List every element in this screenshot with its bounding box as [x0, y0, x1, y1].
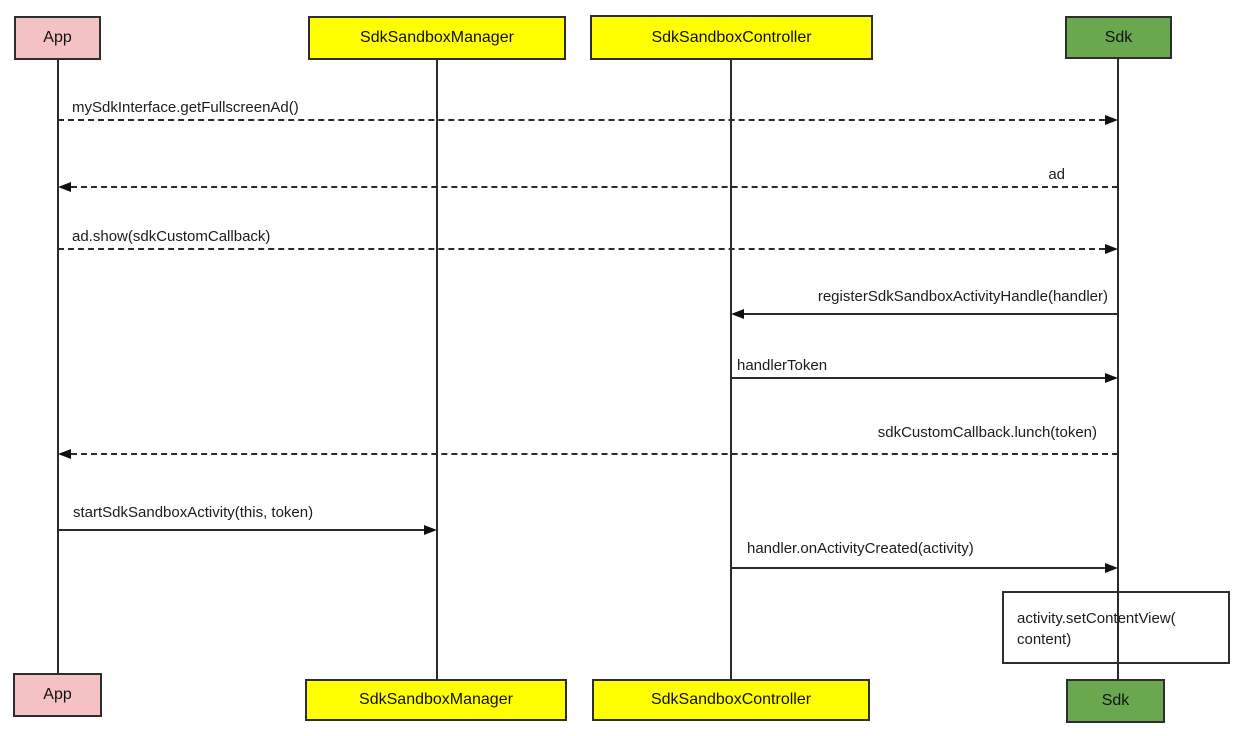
- actor-manager-label: SdkSandboxManager: [359, 691, 513, 708]
- note-box: [1002, 591, 1230, 664]
- lifeline-controller: [730, 60, 732, 679]
- lifeline-app: [57, 60, 59, 673]
- message-8-arrowhead: [1105, 563, 1118, 573]
- message-5-label: handlerToken: [737, 357, 828, 374]
- message-6-label: sdkCustomCallback.lunch(token): [877, 424, 1097, 441]
- message-2-line: [71, 186, 1118, 188]
- message-3-label: ad.show(sdkCustomCallback): [72, 228, 271, 245]
- actor-manager-top-box: SdkSandboxManager: [308, 16, 566, 60]
- message-8-label: handler.onActivityCreated(activity): [747, 540, 974, 557]
- actor-sdk-bottom-box: Sdk: [1066, 679, 1165, 723]
- message-8-line: [731, 567, 1105, 569]
- actor-controller-label: SdkSandboxController: [650, 691, 812, 708]
- message-7-line: [58, 529, 424, 531]
- message-4-arrowhead: [731, 309, 744, 319]
- note-text-line1: activity.setContentView(: [1017, 610, 1176, 627]
- actor-controller-label: SdkSandboxController: [651, 28, 812, 46]
- message-5-arrowhead: [1105, 373, 1118, 383]
- message-7-label: startSdkSandboxActivity(this, token): [73, 504, 314, 521]
- actor-manager-bottom-box: SdkSandboxManager: [305, 679, 567, 721]
- message-6-arrowhead: [58, 449, 71, 459]
- lifeline-manager: [436, 60, 438, 679]
- lifeline-sdk: [1117, 59, 1119, 679]
- actor-sdk-top-box: Sdk: [1065, 16, 1172, 59]
- message-3-line: [58, 248, 1105, 250]
- message-2-arrowhead: [58, 182, 71, 192]
- actor-controller-bottom-box: SdkSandboxController: [592, 679, 870, 721]
- note-text-line2: content): [1017, 631, 1072, 648]
- message-7-arrowhead: [424, 525, 437, 535]
- message-4-line: [744, 313, 1118, 315]
- actor-sdk-label: Sdk: [1104, 28, 1133, 46]
- message-1-arrowhead: [1105, 115, 1118, 125]
- actor-controller-top-box: SdkSandboxController: [590, 15, 873, 60]
- actor-sdk-label: Sdk: [1101, 692, 1130, 709]
- message-5-line: [731, 377, 1105, 379]
- actor-app-bottom-box: App: [13, 673, 102, 717]
- actor-manager-label: SdkSandboxManager: [360, 29, 514, 46]
- message-1-label: mySdkInterface.getFullscreenAd(): [72, 99, 299, 116]
- message-6-line: [71, 453, 1118, 455]
- message-1-line: [58, 119, 1105, 121]
- actor-app-label: App: [43, 29, 72, 46]
- actor-app-label: App: [43, 686, 72, 703]
- message-4-label: registerSdkSandboxActivityHandle(handler…: [817, 288, 1108, 305]
- message-2-label: ad: [1048, 166, 1065, 183]
- message-3-arrowhead: [1105, 244, 1118, 254]
- actor-app-top-box: App: [14, 16, 101, 60]
